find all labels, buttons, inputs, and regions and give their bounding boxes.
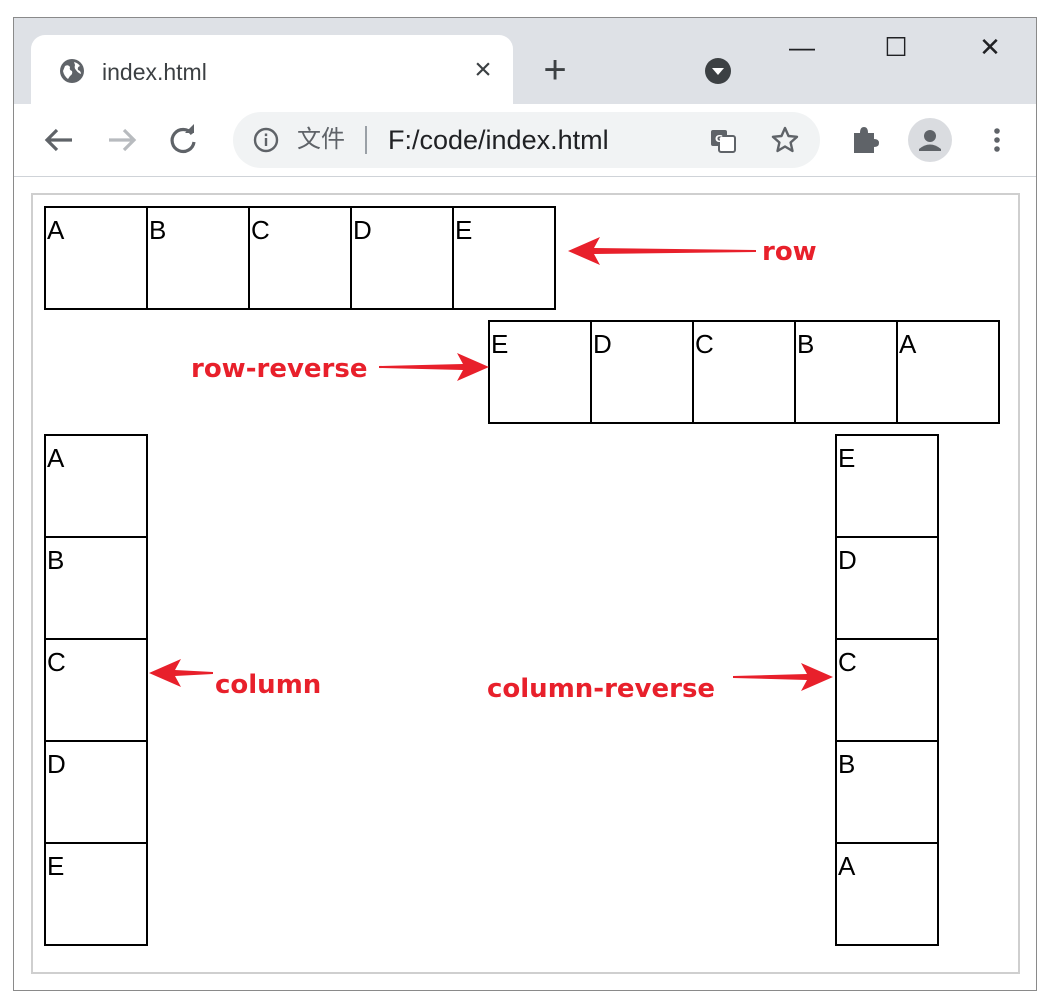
browser-window: index.html × + — ☐ ✕ 文件: [13, 17, 1037, 991]
info-icon[interactable]: [253, 127, 279, 153]
flex-item: E: [44, 842, 148, 946]
toolbar: 文件 F:/code/index.html G: [14, 104, 1036, 177]
flex-item: C: [44, 638, 148, 742]
annotation-column: column: [215, 670, 322, 700]
forward-arrow-icon[interactable]: [105, 123, 139, 157]
arrow-left-icon: [149, 659, 213, 687]
flex-item: A: [44, 434, 148, 538]
annotation-column-reverse: column-reverse: [487, 674, 716, 704]
close-tab-button[interactable]: ×: [474, 53, 492, 86]
flex-item: A: [896, 320, 1000, 424]
flex-item: C: [835, 638, 939, 742]
flex-item: B: [44, 536, 148, 640]
translate-icon[interactable]: G: [709, 127, 737, 155]
arrow-right-icon: [733, 663, 833, 691]
tab-index-html[interactable]: index.html ×: [31, 35, 513, 104]
svg-text:G: G: [715, 134, 723, 145]
new-tab-button[interactable]: +: [543, 48, 567, 92]
flex-item: E: [835, 434, 939, 538]
address-bar[interactable]: 文件 F:/code/index.html G: [233, 112, 820, 168]
star-icon[interactable]: [770, 125, 800, 155]
arrow-left-icon: [568, 237, 756, 265]
annotation-row: row: [762, 237, 817, 267]
flex-item: D: [44, 740, 148, 844]
person-icon: [919, 130, 941, 151]
kebab-menu-icon[interactable]: [980, 123, 1014, 157]
flex-column: A B C D E: [44, 434, 148, 946]
address-separator: [365, 126, 367, 154]
flex-item: C: [248, 206, 352, 310]
puzzle-icon[interactable]: [848, 123, 882, 157]
arrow-right-icon: [379, 353, 489, 381]
tab-search-icon[interactable]: [704, 57, 732, 85]
flex-item: B: [146, 206, 250, 310]
flex-item: C: [692, 320, 796, 424]
flex-item: D: [590, 320, 694, 424]
flex-item: A: [835, 842, 939, 946]
annotation-row-reverse: row-reverse: [191, 354, 368, 384]
flex-item: D: [835, 536, 939, 640]
flex-item: E: [452, 206, 556, 310]
flex-item: D: [350, 206, 454, 310]
back-arrow-icon[interactable]: [42, 123, 76, 157]
flex-item: E: [488, 320, 592, 424]
flex-column-reverse: A B C D E: [835, 434, 939, 946]
tab-strip: index.html × + — ☐ ✕: [14, 18, 1036, 104]
flex-item: B: [835, 740, 939, 844]
tab-title: index.html: [102, 59, 207, 85]
close-window-button[interactable]: ✕: [979, 32, 1001, 62]
flex-row: A B C D E: [44, 206, 556, 310]
url-text[interactable]: F:/code/index.html: [388, 125, 609, 155]
scheme-label: 文件: [297, 126, 345, 153]
flex-item: B: [794, 320, 898, 424]
reload-icon[interactable]: [166, 123, 200, 157]
page-viewport: A B C D E A B C D E A B C D E A: [14, 177, 1036, 990]
maximize-button[interactable]: ☐: [884, 32, 908, 62]
minimize-button[interactable]: —: [789, 32, 815, 62]
flex-item: A: [44, 206, 148, 310]
demo-container: A B C D E A B C D E A B C D E A: [31, 193, 1020, 974]
profile-avatar[interactable]: [908, 118, 952, 162]
flex-row-reverse: A B C D E: [488, 320, 1000, 424]
globe-icon: [60, 59, 84, 83]
